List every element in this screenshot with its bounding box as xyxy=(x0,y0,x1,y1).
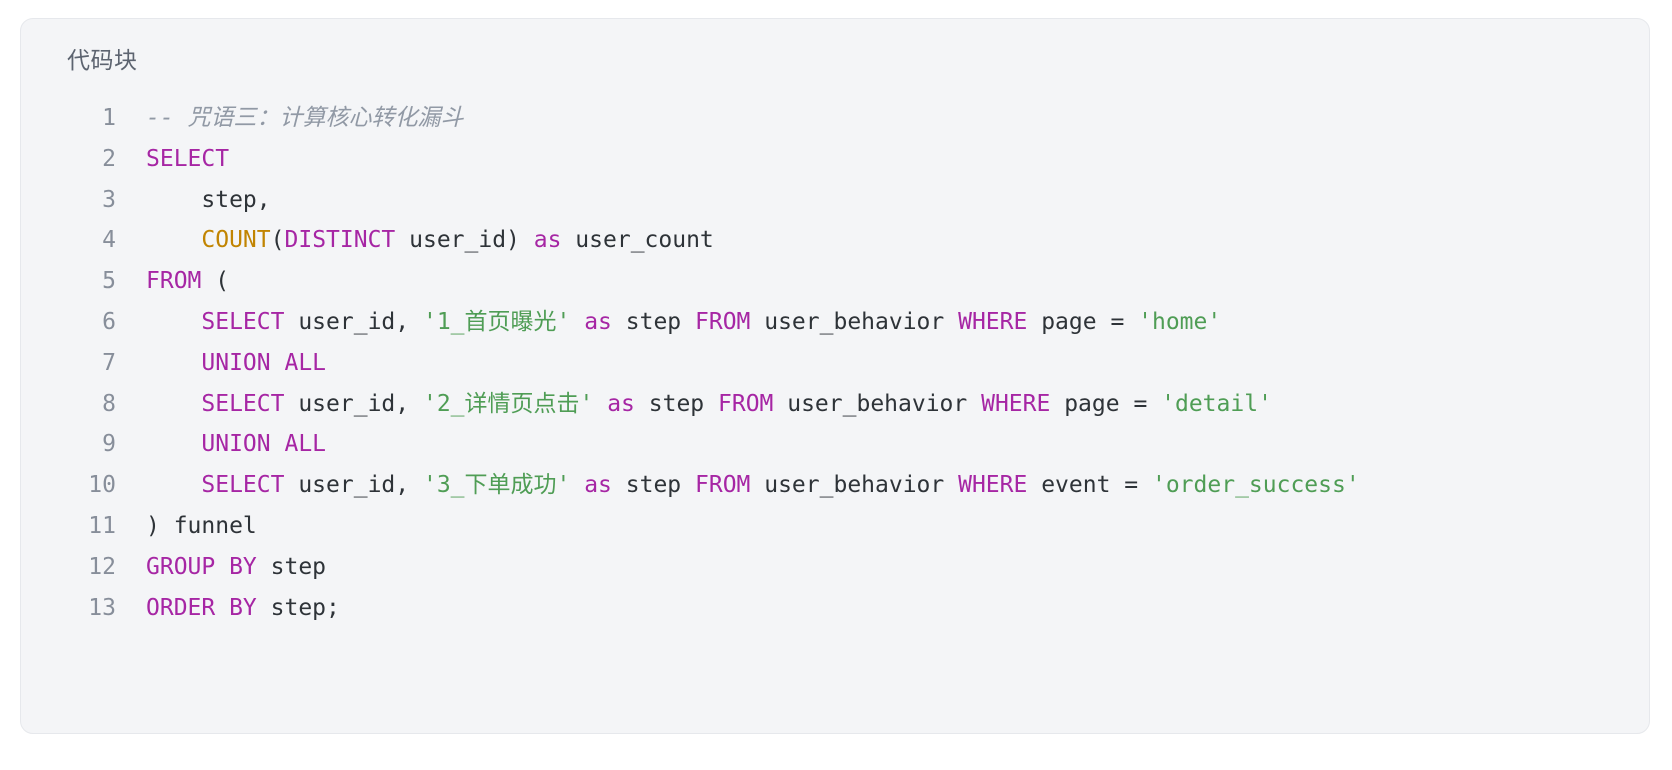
token-kw: as xyxy=(570,308,612,335)
line-number: 2 xyxy=(102,145,116,172)
token-punct: ( xyxy=(201,268,230,295)
line-number: 3 xyxy=(102,186,116,213)
token-kw: WHERE xyxy=(958,472,1028,499)
token-kw: WHERE xyxy=(958,308,1028,335)
token-kw: DISTINCT xyxy=(284,227,396,254)
token-kw: UNION ALL xyxy=(201,431,327,458)
token-kw: FROM xyxy=(695,308,751,335)
token-id: user_count xyxy=(561,227,714,254)
token-id: user_id) xyxy=(395,227,520,254)
token-str: '2_详情页点击' xyxy=(422,390,594,417)
token-punct xyxy=(146,227,201,253)
token-str: '1_首页曝光' xyxy=(422,308,571,335)
token-kw: FROM xyxy=(146,268,202,295)
code-line: 7 UNION ALL xyxy=(21,343,1649,384)
token-punct xyxy=(146,391,201,417)
token-kw: as xyxy=(593,390,635,417)
token-id: user_id, xyxy=(284,390,423,417)
token-kw: as xyxy=(519,227,562,254)
token-id: page = xyxy=(1050,390,1162,417)
code-line: 8 SELECT user_id, '2_详情页点击' as step FROM… xyxy=(21,384,1649,425)
token-str: '3_下单成功' xyxy=(422,472,571,499)
token-punct xyxy=(146,472,201,498)
line-content[interactable]: -- 咒语三：计算核心转化漏斗 xyxy=(116,98,464,139)
token-kw: ORDER BY xyxy=(146,594,257,621)
token-id: event = xyxy=(1027,472,1152,499)
line-number: 7 xyxy=(102,349,116,376)
line-content[interactable]: SELECT xyxy=(116,139,229,180)
token-id: step xyxy=(634,390,718,417)
token-id: user_id, xyxy=(284,308,423,335)
token-str: 'home' xyxy=(1138,308,1222,335)
line-content[interactable]: FROM ( xyxy=(116,261,229,302)
token-kw: WHERE xyxy=(981,390,1051,417)
code-line: 11 ) funnel xyxy=(21,506,1649,547)
token-punct xyxy=(146,431,201,457)
code-line: 2 SELECT xyxy=(21,139,1649,180)
line-number: 4 xyxy=(102,227,116,254)
code-line: 10 SELECT user_id, '3_下单成功' as step FROM… xyxy=(21,465,1649,506)
line-number: 6 xyxy=(102,308,116,335)
line-number: 5 xyxy=(102,268,116,295)
line-number: 12 xyxy=(88,553,116,580)
line-content[interactable]: COUNT(DISTINCT user_id) as user_count xyxy=(116,220,714,261)
token-id: page = xyxy=(1027,308,1139,335)
token-id: step xyxy=(256,553,327,580)
token-id: user_behavior xyxy=(750,472,959,499)
token-fn: COUNT xyxy=(201,227,271,254)
token-str: 'order_success' xyxy=(1151,472,1360,499)
line-content[interactable]: ORDER BY step; xyxy=(116,588,340,629)
token-kw: as xyxy=(570,472,612,499)
line-content[interactable]: UNION ALL xyxy=(116,424,326,465)
token-str: 'detail' xyxy=(1161,390,1272,417)
line-content[interactable]: GROUP BY step xyxy=(116,547,326,588)
line-number: 11 xyxy=(88,512,116,539)
token-kw: SELECT xyxy=(201,472,285,499)
code-block-title: 代码块 xyxy=(67,47,138,73)
token-kw: SELECT xyxy=(201,308,285,335)
line-number: 13 xyxy=(88,594,116,621)
line-number: 10 xyxy=(88,472,116,499)
token-kw: UNION ALL xyxy=(201,349,327,376)
token-comment: -- 咒语三：计算核心转化漏斗 xyxy=(146,105,464,131)
token-kw: SELECT xyxy=(146,145,230,172)
line-content[interactable]: SELECT user_id, '1_首页曝光' as step FROM us… xyxy=(116,302,1221,343)
code-line: 3 step, xyxy=(21,180,1649,221)
token-punct: ( xyxy=(270,227,285,254)
token-id: step xyxy=(611,472,695,499)
token-punct xyxy=(146,350,201,376)
token-id: step, xyxy=(201,186,271,213)
token-id: user_behavior xyxy=(750,308,959,335)
token-kw: FROM xyxy=(695,472,751,499)
line-number: 1 xyxy=(102,105,116,131)
code-line: 1 -- 咒语三：计算核心转化漏斗 xyxy=(21,98,1649,139)
line-number: 9 xyxy=(102,431,116,458)
line-number: 8 xyxy=(102,390,116,417)
line-content[interactable]: SELECT user_id, '2_详情页点击' as step FROM u… xyxy=(116,384,1272,425)
code-line: 9 UNION ALL xyxy=(21,424,1649,465)
code-line: 6 SELECT user_id, '1_首页曝光' as step FROM … xyxy=(21,302,1649,343)
line-content[interactable]: step, xyxy=(116,180,271,221)
token-punct xyxy=(146,309,201,335)
token-kw: FROM xyxy=(718,390,774,417)
token-id: step xyxy=(611,308,695,335)
code-line: 4 COUNT(DISTINCT user_id) as user_count xyxy=(21,220,1649,261)
token-id: user_behavior xyxy=(773,390,982,417)
token-punct xyxy=(146,187,201,213)
line-content[interactable]: ) funnel xyxy=(116,506,257,547)
token-id: user_id, xyxy=(284,472,423,499)
token-id: ) funnel xyxy=(146,512,257,539)
line-content[interactable]: SELECT user_id, '3_下单成功' as step FROM us… xyxy=(116,465,1360,506)
token-id: step; xyxy=(256,594,340,621)
line-content[interactable]: UNION ALL xyxy=(116,343,326,384)
token-kw: GROUP BY xyxy=(146,553,257,580)
token-kw: SELECT xyxy=(201,390,285,417)
